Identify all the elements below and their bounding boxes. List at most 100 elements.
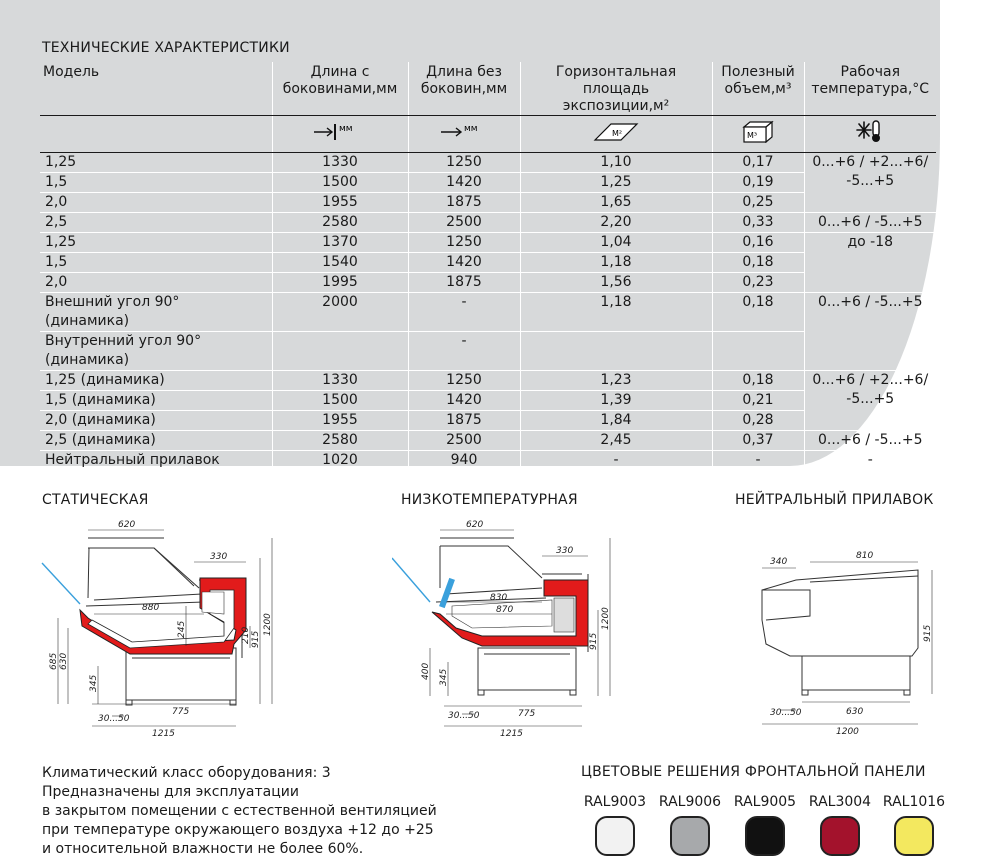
swatch-code: RAL3004 [808,794,872,810]
dim-210: 210 [241,627,251,644]
cell-len-with: 1540 [322,254,358,270]
swatch-code: RAL9006 [658,794,722,810]
lt-dim-830: 830 [490,593,507,603]
lt-dim-30-50: 30...50 [448,711,480,721]
cell-volume: 0,17 [742,154,774,170]
dim-1200: 1200 [263,613,273,636]
table-row: 2,0 1955 1875 1,65 0,25 [40,192,936,213]
note-line: в закрытом помещении с естественной вент… [42,803,437,819]
temperature-range: - [867,452,873,468]
header-model: Модель [40,62,272,116]
color-chip [595,816,635,856]
dim-245: 245 [177,621,187,638]
cell-volume: 0,18 [742,372,774,388]
model-name: Нейтральный прилавок [45,452,220,468]
cell-len-without: 2500 [446,432,482,448]
swatch-code: RAL9003 [583,794,647,810]
cell-len-without: 1250 [446,234,482,250]
model-name: 2,5 [45,214,68,230]
model-name: 2,5 (динамика) [45,432,156,448]
model-name: 1,25 [45,234,77,250]
dim-1215: 1215 [152,729,175,739]
icon-unit-mm-2: мм [464,124,478,134]
model-name: 2,0 [45,194,68,210]
model-name: 1,25 (динамика) [45,372,165,388]
note-line: Климатический класс оборудования: 3 [42,765,331,781]
color-chip [820,816,860,856]
cell-len-with: 2580 [322,214,358,230]
static-showcase-drawing: 620 330 880 245 210 915 1200 685 630 345… [41,520,273,739]
swatch-ral9005: RAL9005 [727,794,803,856]
dim-880: 880 [142,603,159,613]
cell-len-with: 1370 [322,234,358,250]
cell-len-without: 1250 [446,372,482,388]
model-name: 2,0 [45,274,68,290]
lt-dim-1200: 1200 [601,607,611,630]
cell-len-with: 1955 [322,194,358,210]
cell-len-without: 1420 [446,392,482,408]
section-neutral-title: НЕЙТРАЛЬНЫЙ ПРИЛАВОК [735,492,934,508]
neu-dim-630: 630 [846,707,863,717]
cell-len-without: 2500 [446,214,482,230]
model-name: 2,0 (динамика) [45,412,156,428]
cell-area: 2,20 [600,214,632,230]
cell-volume: 0,37 [742,432,774,448]
swatch-code: RAL1016 [882,794,946,810]
cell-len-with: 1500 [322,174,358,190]
neutral-counter-drawing: 340 810 915 630 30...50 1200 [761,551,933,736]
cell-volume: 0,25 [742,194,774,210]
lt-dim-915: 915 [589,633,599,650]
model-name: 1,5 [45,254,68,270]
dim-685: 685 [49,653,59,670]
dim-775: 775 [172,707,189,717]
lt-dim-775: 775 [518,709,535,719]
cell-area: 1,04 [600,234,632,250]
lt-dim-330: 330 [556,546,573,556]
model-name-suffix: (динамика) [45,352,130,368]
length-with-sides-icon: мм [314,124,353,140]
color-options-title: ЦВЕТОВЫЕ РЕШЕНИЯ ФРОНТАЛЬНОЙ ПАНЕЛИ [581,764,926,780]
cell-len-without: 1875 [446,194,482,210]
cell-len-with: 1330 [322,372,358,388]
swatch-ral1016: RAL1016 [876,794,952,856]
cell-len-with: 1995 [322,274,358,290]
model-name: 1,25 [45,154,77,170]
table-row: Внутренний угол 90° (динамика) - [40,331,936,371]
dim-915: 915 [251,631,261,648]
volume-icon: М³ [742,120,774,144]
color-chip [745,816,785,856]
model-name: Внутренний угол 90° [45,333,202,349]
cell-area: 1,56 [600,274,632,290]
color-chip [670,816,710,856]
cell-len-with: 2580 [322,432,358,448]
thermometer-snowflake-icon [856,120,881,142]
temperature-range: 0...+6 / +2...+6/ [812,154,929,170]
cell-area: 1,65 [600,194,632,210]
swatch-ral9006: RAL9006 [652,794,728,856]
cell-len-without: 1875 [446,412,482,428]
cell-area: 2,45 [600,432,632,448]
temperature-range: до -18 [847,234,894,250]
cell-len-without: 1420 [446,254,482,270]
lowtemp-showcase-drawing: 620 330 830 870 915 1200 400 345 775 30.… [392,520,611,739]
length-without-sides-icon: мм [441,124,478,137]
cell-len-with: 1330 [322,154,358,170]
cell-volume: 0,23 [742,274,774,290]
cell-len-without: 1250 [446,154,482,170]
cell-volume: 0,28 [742,412,774,428]
swatch-ral9003: RAL9003 [577,794,653,856]
cell-volume: 0,18 [742,254,774,270]
swatch-ral3004: RAL3004 [802,794,878,856]
cell-len-without: - [461,333,467,349]
